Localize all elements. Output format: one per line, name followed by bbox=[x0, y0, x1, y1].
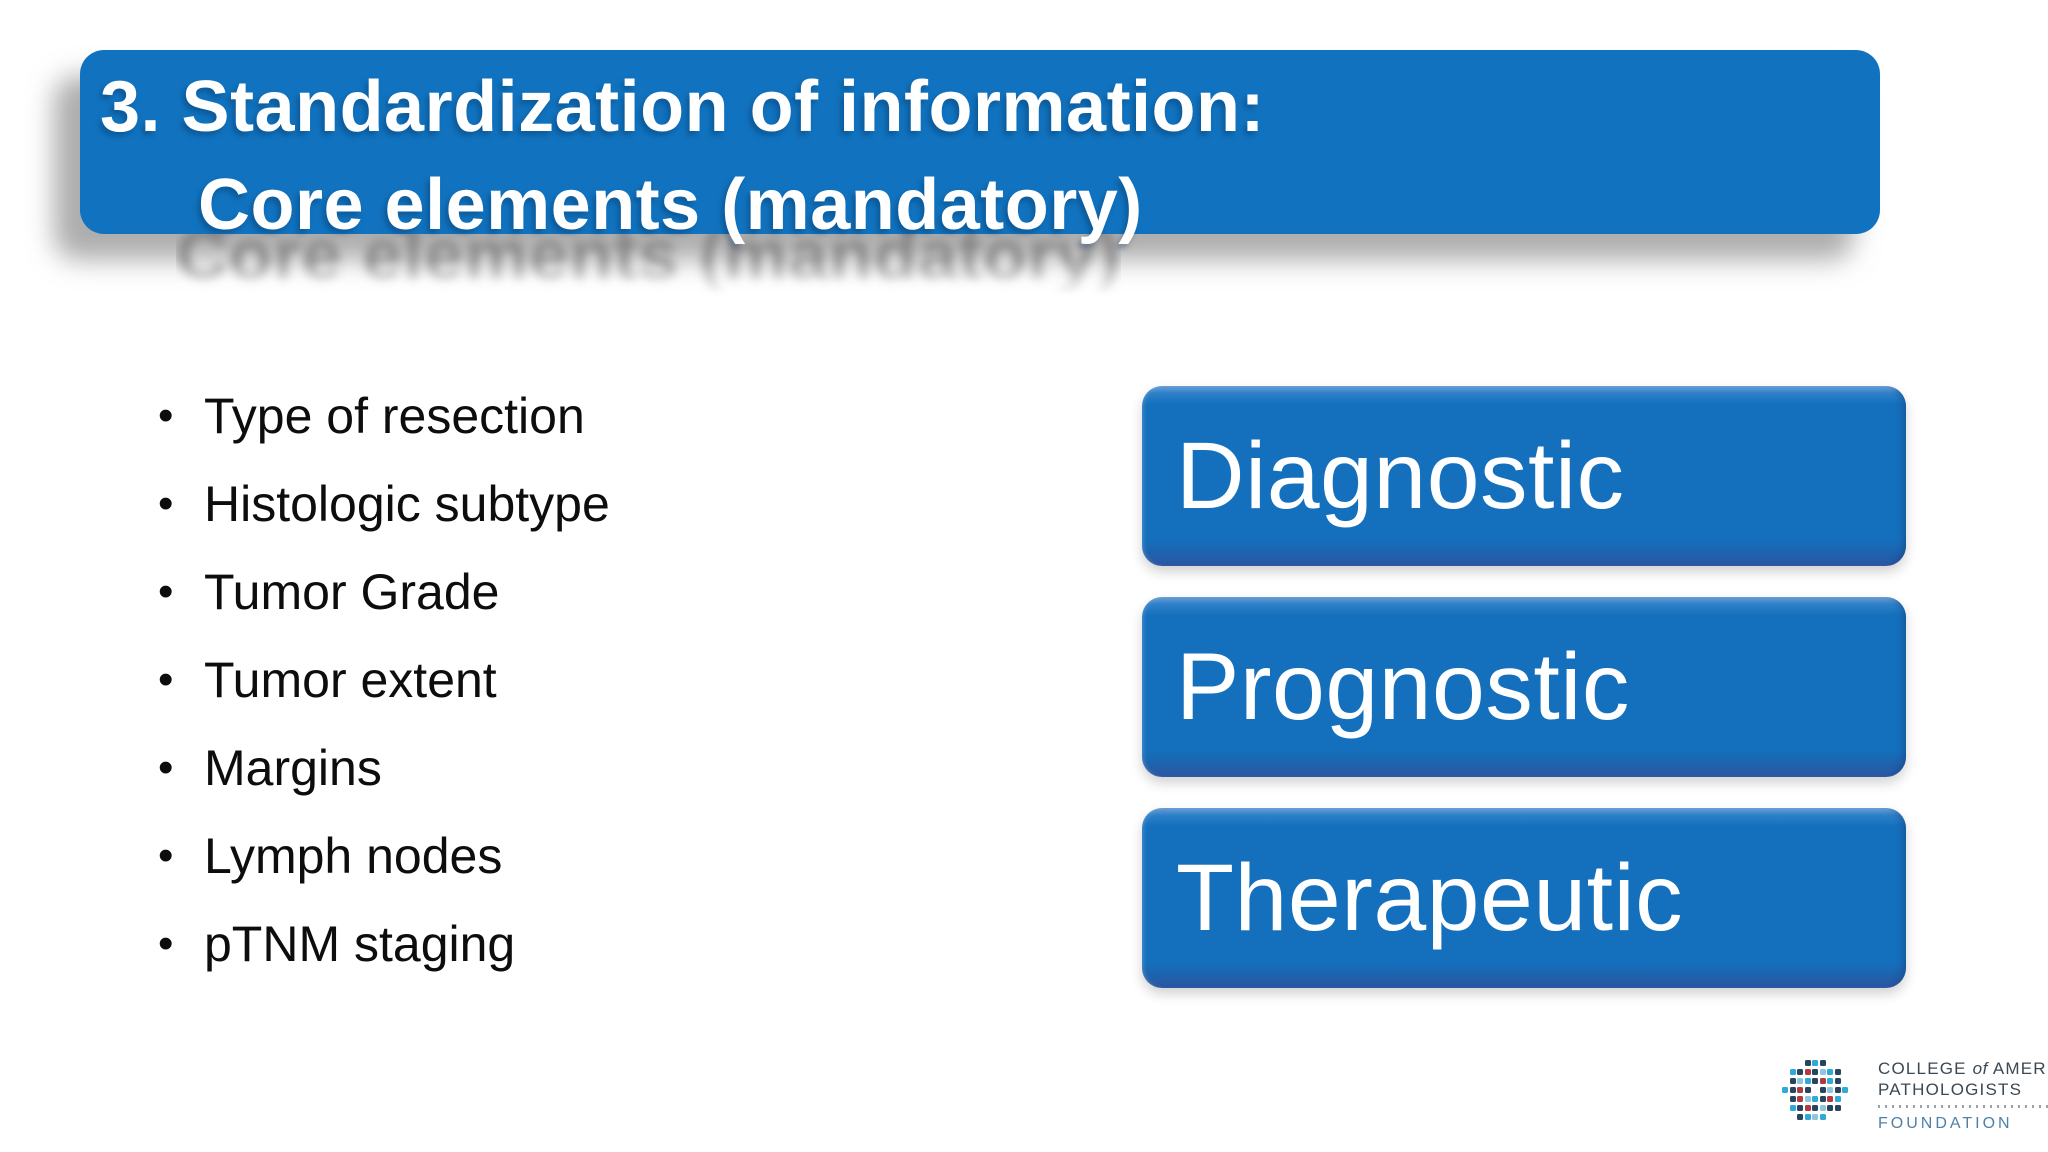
logo-dot bbox=[1827, 1069, 1833, 1075]
logo-dot bbox=[1797, 1096, 1803, 1102]
logo-dot bbox=[1819, 1105, 1826, 1111]
logo-dot bbox=[1834, 1087, 1841, 1093]
logo-dot bbox=[1797, 1078, 1803, 1084]
logo-dot bbox=[1819, 1114, 1826, 1120]
cap-foundation-label: FOUNDATION bbox=[1878, 1115, 2013, 1132]
logo-dot bbox=[1819, 1060, 1826, 1066]
cap-logo-text: COLLEGE of AMERICAN PATHOLOGISTS FOUNDAT… bbox=[1878, 1058, 2048, 1133]
logo-dot bbox=[1797, 1087, 1803, 1093]
logo-dot bbox=[1804, 1087, 1811, 1093]
logo-dot bbox=[1827, 1105, 1833, 1111]
logo-dot bbox=[1804, 1078, 1811, 1084]
core-elements-list: Type of resection Histologic subtype Tum… bbox=[158, 372, 610, 988]
logo-dot bbox=[1827, 1078, 1833, 1084]
logo-dot bbox=[1827, 1096, 1833, 1102]
cap-logo-line2: PATHOLOGISTS bbox=[1878, 1080, 2023, 1099]
list-item: Tumor Grade bbox=[158, 548, 610, 636]
logo-dot bbox=[1812, 1105, 1818, 1111]
cap-foundation-logo: COLLEGE of AMERICAN PATHOLOGISTS FOUNDAT… bbox=[1782, 1058, 2048, 1144]
list-item: Tumor extent bbox=[158, 636, 610, 724]
logo-dot bbox=[1812, 1096, 1818, 1102]
logo-dot bbox=[1804, 1069, 1811, 1075]
logo-dot bbox=[1789, 1078, 1796, 1084]
list-item: Margins bbox=[158, 724, 610, 812]
logo-dot bbox=[1834, 1078, 1841, 1084]
logo-dot bbox=[1812, 1060, 1818, 1066]
slide-title-line2: Core elements (mandatory) bbox=[198, 165, 1143, 245]
logo-dot bbox=[1789, 1069, 1796, 1075]
diagnostic-box: Diagnostic bbox=[1142, 386, 1906, 566]
title-bar bbox=[80, 50, 1880, 234]
logo-dot bbox=[1834, 1069, 1841, 1075]
logo-dot bbox=[1789, 1105, 1796, 1111]
list-item: Lymph nodes bbox=[158, 812, 610, 900]
logo-dot bbox=[1797, 1114, 1803, 1120]
logo-dot bbox=[1804, 1096, 1811, 1102]
logo-dot bbox=[1812, 1114, 1818, 1120]
dotted-divider bbox=[1878, 1105, 2048, 1108]
logo-dot bbox=[1804, 1114, 1811, 1120]
cap-logo-dots-icon bbox=[1782, 1060, 1852, 1126]
list-item: Type of resection bbox=[158, 372, 610, 460]
logo-dot bbox=[1812, 1078, 1818, 1084]
list-item: Histologic subtype bbox=[158, 460, 610, 548]
logo-dot bbox=[1819, 1096, 1826, 1102]
prognostic-box: Prognostic bbox=[1142, 597, 1906, 777]
logo-dot bbox=[1804, 1105, 1811, 1111]
logo-dot bbox=[1842, 1087, 1848, 1093]
logo-dot bbox=[1819, 1069, 1826, 1075]
logo-dot bbox=[1819, 1087, 1826, 1093]
logo-dot bbox=[1782, 1087, 1788, 1093]
logo-dot bbox=[1789, 1087, 1796, 1093]
list-item: pTNM staging bbox=[158, 900, 610, 988]
cap-logo-line1: COLLEGE of AMERICAN bbox=[1878, 1059, 2048, 1078]
slide-title: 3. Standardization of information: Core … bbox=[100, 58, 1265, 254]
therapeutic-box: Therapeutic bbox=[1142, 808, 1906, 988]
logo-dot bbox=[1789, 1096, 1796, 1102]
logo-dot bbox=[1812, 1069, 1818, 1075]
logo-dot bbox=[1827, 1087, 1833, 1093]
logo-dot bbox=[1834, 1096, 1841, 1102]
logo-dot bbox=[1819, 1078, 1826, 1084]
logo-dot bbox=[1797, 1105, 1803, 1111]
logo-dot bbox=[1797, 1069, 1803, 1075]
logo-dot bbox=[1834, 1105, 1841, 1111]
slide-title-line1: 3. Standardization of information: bbox=[100, 67, 1265, 147]
logo-dot bbox=[1804, 1060, 1811, 1066]
